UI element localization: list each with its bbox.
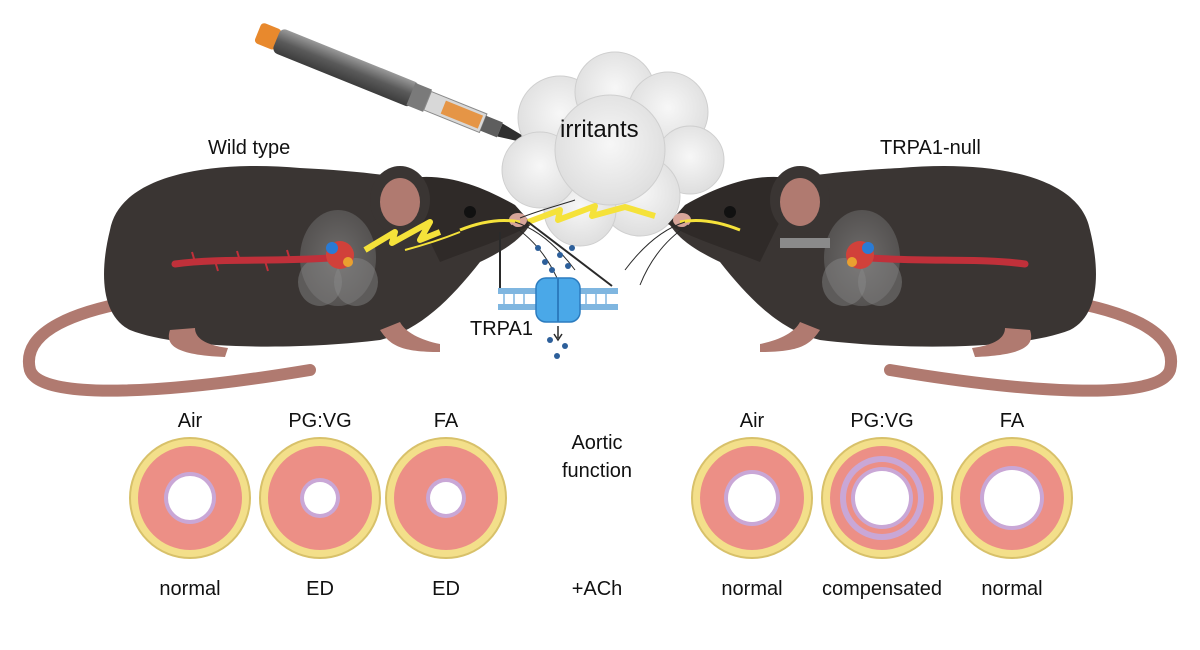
result-label: compensated: [821, 578, 943, 600]
aorta: [171, 254, 334, 268]
result-label: normal: [721, 578, 783, 600]
aorta-section: [691, 437, 813, 559]
result-label: normal: [159, 578, 221, 600]
aorta-section: [821, 437, 943, 559]
exposure-label: Air: [739, 410, 765, 432]
aortic-function-label: Aortic: [571, 432, 623, 454]
aorta-cross-sections: [129, 437, 1073, 559]
smoke-cloud: [501, 51, 725, 247]
result-label: normal: [981, 578, 1043, 600]
aorta-section: [129, 437, 251, 559]
signal-bolt-icon: [363, 219, 442, 253]
trpa1-channel-inset: [498, 221, 618, 359]
wild-type-label: Wild type: [208, 137, 291, 159]
exposure-label: PG:VG: [850, 410, 914, 432]
exposure-label: Air: [177, 410, 203, 432]
mouse-eye: [464, 206, 476, 218]
e-cigarette-icon: [254, 23, 525, 143]
aorta-section: [951, 437, 1073, 559]
aorta-section: [259, 437, 381, 559]
trpa1-null-mouse: [624, 165, 1178, 397]
result-label: ED: [306, 578, 334, 600]
result-label: ED: [432, 578, 460, 600]
aorta-section: [385, 437, 507, 559]
wild-type-mouse: [22, 165, 576, 397]
mouse-tail: [22, 294, 316, 397]
signal-bolt-icon: [526, 203, 656, 225]
trpa1-channel-label: TRPA1: [470, 318, 533, 340]
exposure-label: FA: [999, 410, 1025, 432]
trpa1-null-label: TRPA1-null: [880, 137, 981, 159]
irritants-label: irritants: [560, 116, 639, 143]
ach-label: +ACh: [571, 578, 623, 600]
exposure-label: PG:VG: [288, 410, 352, 432]
exposure-label: FA: [433, 410, 459, 432]
aortic-function-label: function: [561, 460, 633, 482]
